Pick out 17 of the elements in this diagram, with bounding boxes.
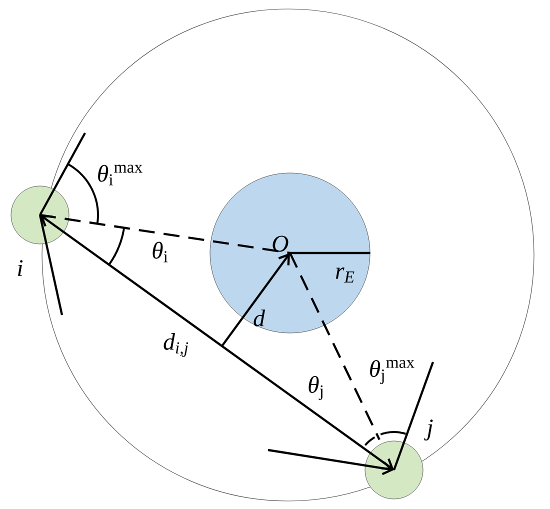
arrow [221, 253, 290, 347]
arrow [40, 215, 394, 470]
satellite-circle [10, 186, 70, 244]
angle-label: θ$_{j}$max [370, 360, 414, 384]
node-label: j [424, 420, 433, 440]
edge-label: d [254, 310, 266, 326]
earth-circle [210, 172, 370, 334]
center-label: O [272, 236, 288, 252]
edge-label: d$_{i,j}$ [164, 333, 188, 357]
angle-label: θ$_{i}$max [98, 164, 142, 186]
radius-line [290, 252, 370, 254]
dashed-line [40, 214, 290, 254]
dashed-line [289, 252, 380, 440]
edge-label: r$_{E}$ [336, 268, 354, 282]
angle-label: θ$_{i}$ [152, 242, 168, 262]
angle-label: θ$_{j}$ [308, 376, 323, 400]
node-label: i [18, 260, 23, 276]
